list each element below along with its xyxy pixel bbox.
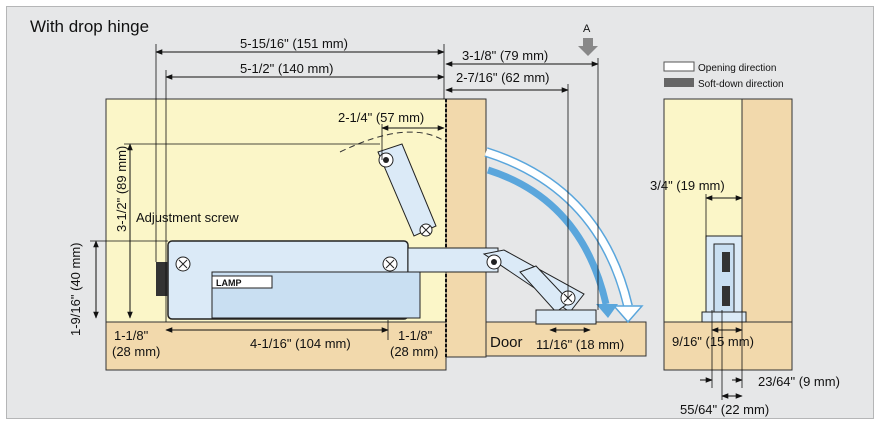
screw-upper-arm: [378, 152, 394, 168]
dim-28-right-b: (28 mm): [390, 344, 438, 359]
dim-22: 55/64" (22 mm): [680, 402, 769, 417]
screw-elbow: [486, 254, 502, 270]
dim-28-left-a: 1-1/8": [114, 328, 149, 343]
dim-57: 2-1/4" (57 mm): [338, 110, 424, 125]
legend-softdown-label: Soft-down direction: [698, 79, 784, 90]
brand-logo: LAMP: [216, 278, 242, 288]
dim-79: 3-1/8" (79 mm): [462, 48, 548, 63]
arrow-a-icon: [578, 38, 598, 56]
diagram-title: With drop hinge: [30, 17, 149, 36]
screw-arm-pivot: [419, 223, 433, 237]
dim-89: 3-1/2" (89 mm): [114, 146, 129, 232]
dim-28-right-a: 1-1/8": [398, 328, 433, 343]
screw-mid: [382, 256, 398, 272]
legend-opening-label: Opening direction: [698, 63, 776, 74]
door-label: Door: [490, 334, 523, 351]
dim-40: 1-9/16" (40 mm): [68, 243, 83, 336]
side-post: [445, 98, 487, 358]
door-panel: [485, 321, 647, 357]
legend-softdown-swatch: [664, 78, 694, 87]
dim-104: 4-1/16" (104 mm): [250, 336, 351, 351]
dim-15: 9/16" (15 mm): [672, 334, 754, 349]
dim-18: 11/16" (18 mm): [536, 337, 624, 352]
dim-9: 23/64" (9 mm): [758, 374, 840, 389]
adjustment-screw-label: Adjustment screw: [136, 210, 239, 225]
soft-down-direction-arrow: [486, 166, 610, 305]
dim-140: 5-1/2" (140 mm): [240, 61, 333, 76]
dim-28-left-b: (28 mm): [112, 344, 160, 359]
dim-19: 3/4" (19 mm): [650, 178, 725, 193]
screw-left: [175, 256, 191, 272]
dim-151: 5-15/16" (151 mm): [240, 36, 348, 51]
legend-opening-swatch: [663, 61, 695, 72]
adjustment-screw-icon: [156, 262, 168, 296]
dim-62: 2-7/16" (62 mm): [456, 70, 549, 85]
arrow-a-label: A: [583, 23, 591, 35]
